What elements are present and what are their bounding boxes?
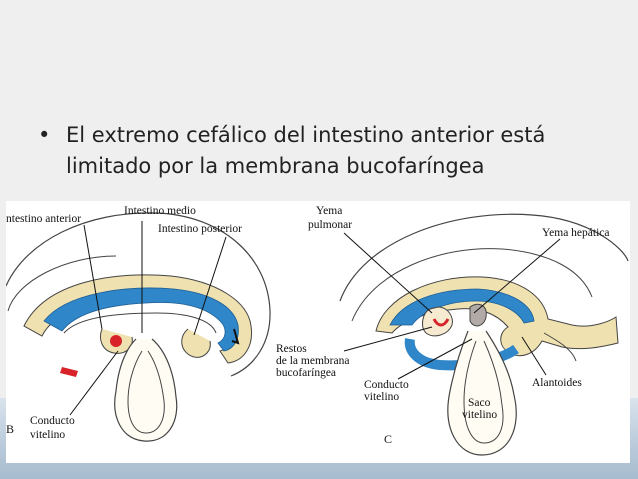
label-intestino-posterior: Intestino posterior <box>158 223 242 235</box>
label-intestino-medio: Intestino medio <box>124 205 196 217</box>
panel-letter-c: C <box>384 432 393 446</box>
embryo-diagram-b-drawing <box>6 212 271 442</box>
label-yema: Yema <box>316 205 343 217</box>
label-yema-hepatica: Yema hepática <box>542 227 610 239</box>
label-vitelino: vitelino <box>30 429 66 441</box>
label-conducto: Conducto <box>364 379 409 391</box>
bullet-text: El extremo cefálico del intestino anteri… <box>66 123 546 178</box>
bullet-marker: • <box>38 123 51 147</box>
label-saco-vitelino: vitelino <box>462 409 498 421</box>
label-restos: Restos <box>276 343 307 355</box>
panel-letter-b: B <box>6 422 15 436</box>
label-pulmonar: pulmonar <box>308 219 353 231</box>
label-vitelino: vitelino <box>364 391 400 403</box>
label-de-la-membrana: de la membrana <box>276 355 350 367</box>
label-bucofaringea: bucofaríngea <box>276 367 337 379</box>
label-saco: Saco <box>468 397 491 409</box>
embryo-diagram-b: ntestino anterior Intestino medio Intest… <box>6 201 272 463</box>
label-intestino-anterior: ntestino anterior <box>6 213 82 225</box>
embryo-diagram-c-drawing <box>339 213 629 456</box>
embryo-diagram-c: Yema pulmonar Yema hepática Restos de la… <box>272 201 630 463</box>
label-alantoides: Alantoides <box>532 377 582 389</box>
label-conducto: Conducto <box>30 415 75 427</box>
